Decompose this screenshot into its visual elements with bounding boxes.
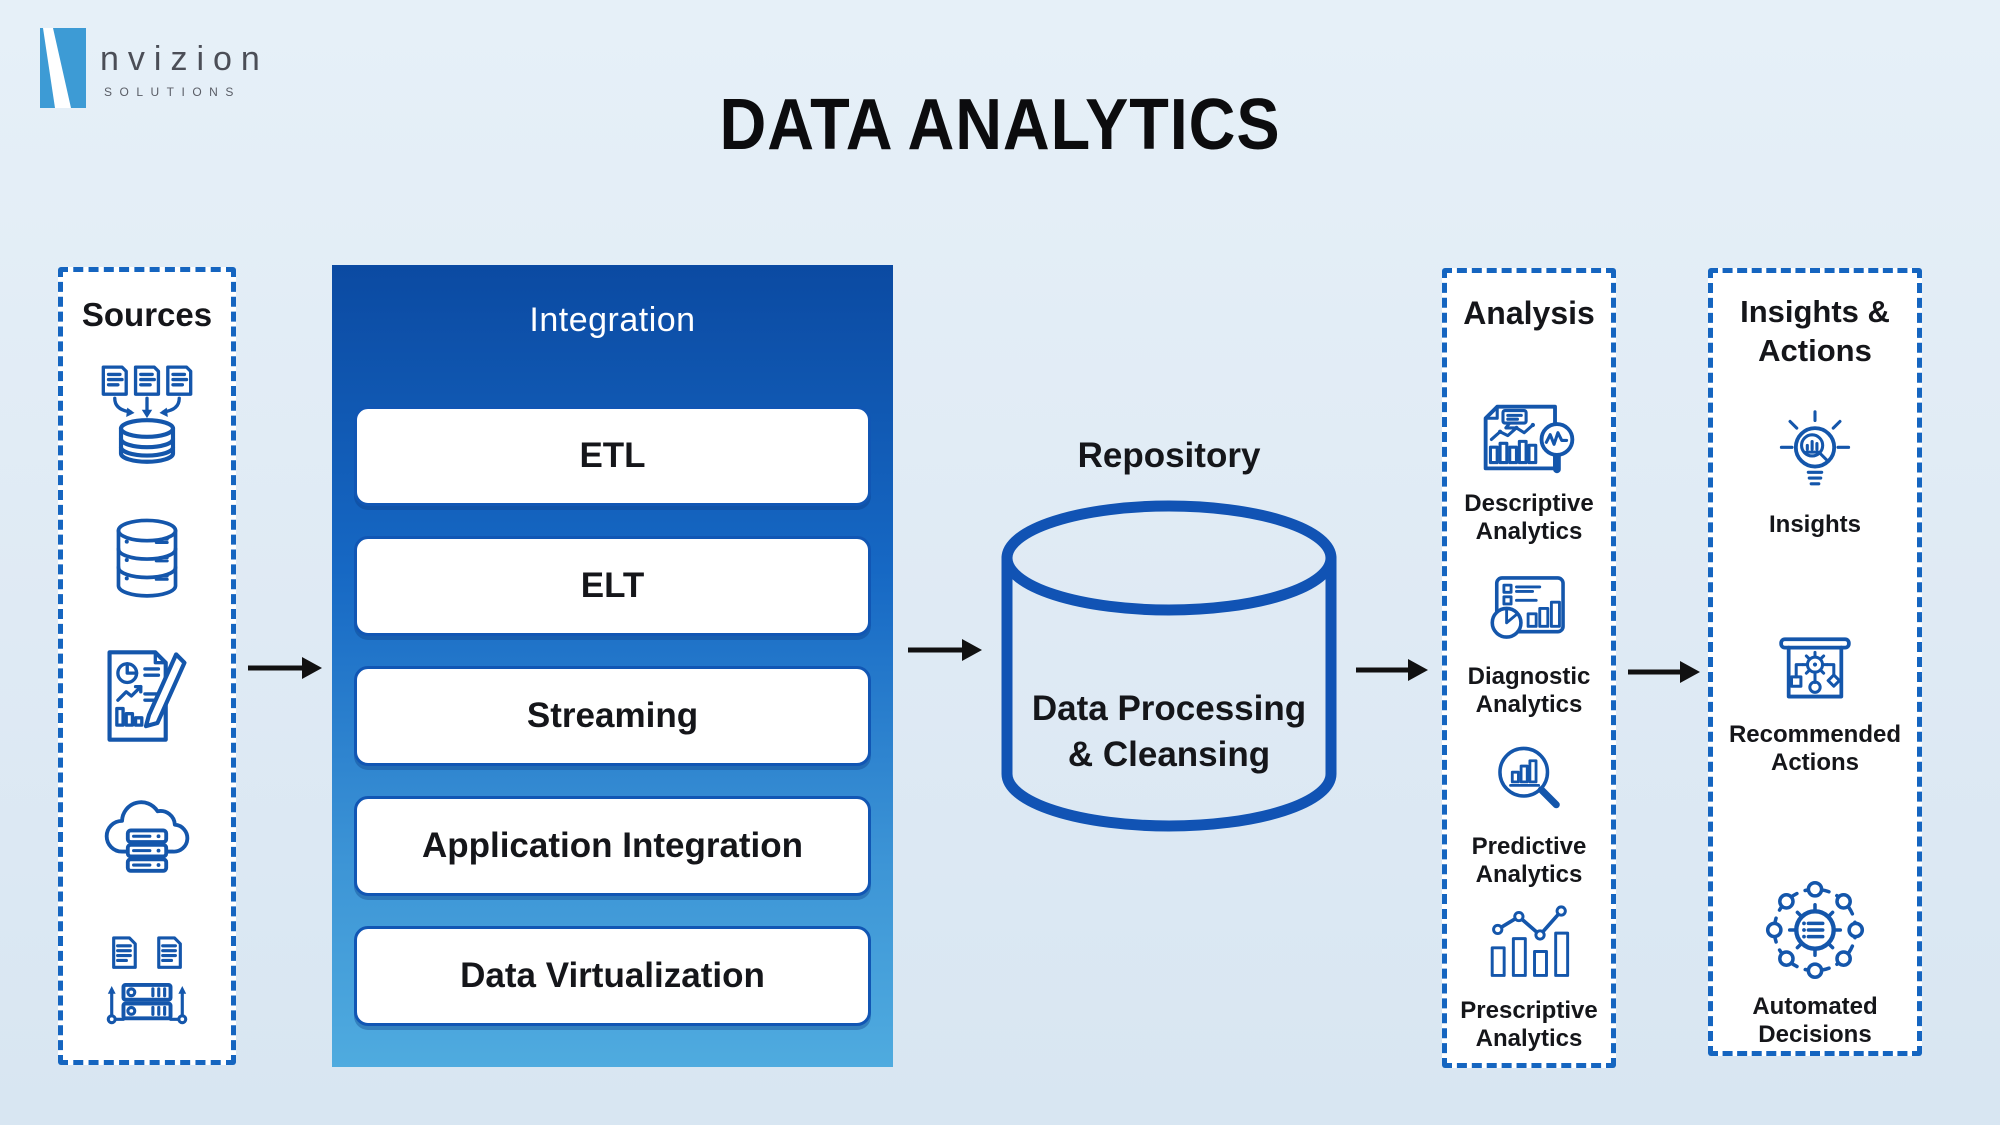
integration-box-data-virtualization: Data Virtualization [354,926,871,1026]
insights-actions-title: Insights & Actions [1740,294,1890,368]
integration-title: Integration [529,301,696,339]
brand-logo-mark-icon [40,28,86,108]
analysis-box: Analysis Descriptive Analytics [1442,268,1616,1068]
sources-box: Sources [58,267,236,1065]
sources-title: Sources [81,296,213,333]
diagnostic-analytics-icon [1490,576,1565,639]
repository-label: Data Processing & Cleansing [996,686,1342,777]
insights-item-label: Recommended Actions [1728,721,1902,777]
report-pencil-icon [107,650,187,742]
prescriptive-analytics-icon [1490,905,1570,977]
automated-decisions-icon [1765,880,1865,980]
insights-item-automated-decisions: Automated Decisions [1713,875,1917,1050]
analysis-title: Analysis [1463,295,1595,331]
arrow-analysis-to-insights [1628,661,1700,683]
descriptive-analytics-icon [1483,404,1575,474]
insights-actions-box: Insights & Actions Insights [1708,268,1922,1056]
predictive-analytics-icon [1498,746,1560,809]
integration-box-streaming: Streaming [354,666,871,766]
integration-box-label: Data Virtualization [460,956,765,995]
integration-box-label: Application Integration [421,826,804,865]
repository-label-line1: Data Processing [1031,689,1307,728]
documents-server-icon [106,936,188,1025]
insights-item-label: Insights [1768,511,1861,538]
integration-box-label: ETL [579,436,646,475]
analysis-item-predictive: Predictive Analytics [1447,737,1611,890]
insights-item-recommended-actions: Recommended Actions [1713,635,1917,778]
cloud-server-icon [104,800,190,873]
arrow-sources-to-integration [248,657,322,679]
analysis-item-label: Diagnostic Analytics [1467,663,1591,719]
insights-item-label: Automated Decisions [1752,993,1878,1049]
analysis-item-prescriptive: Prescriptive Analytics [1447,903,1611,1054]
integration-box-application-integration: Application Integration [354,796,871,896]
repository-label-line2: & Cleansing [1067,734,1271,774]
arrow-repository-to-analysis [1356,659,1428,681]
brand-name: nvizion [100,40,269,78]
documents-to-database-icon [101,365,193,464]
database-stack-icon [116,518,178,598]
page-title: DATA ANALYTICS [719,85,1281,165]
integration-box-label: Streaming [526,696,699,735]
analysis-item-label: Prescriptive Analytics [1460,997,1598,1053]
arrow-integration-to-repository [908,639,982,661]
repository-cylinder-icon [1001,500,1337,832]
analysis-item-label: Descriptive Analytics [1464,490,1594,546]
insights-item-insights: Insights [1713,407,1917,539]
integration-box-etl: ETL [354,406,871,506]
recommended-actions-icon [1779,637,1851,699]
insights-icon [1779,410,1851,486]
integration-box-elt: ELT [354,536,871,636]
repository-title: Repository [1077,436,1261,475]
analysis-item-label: Predictive Analytics [1471,833,1587,889]
integration-box-label: ELT [580,566,645,605]
brand-tagline: SOLUTIONS [104,85,241,99]
analysis-item-descriptive: Descriptive Analytics [1447,395,1611,547]
analysis-item-diagnostic: Diagnostic Analytics [1447,569,1611,720]
brand-logo: nvizion SOLUTIONS [40,28,269,108]
integration-panel: Integration ETL ELT Streaming Applicatio… [332,265,893,1067]
